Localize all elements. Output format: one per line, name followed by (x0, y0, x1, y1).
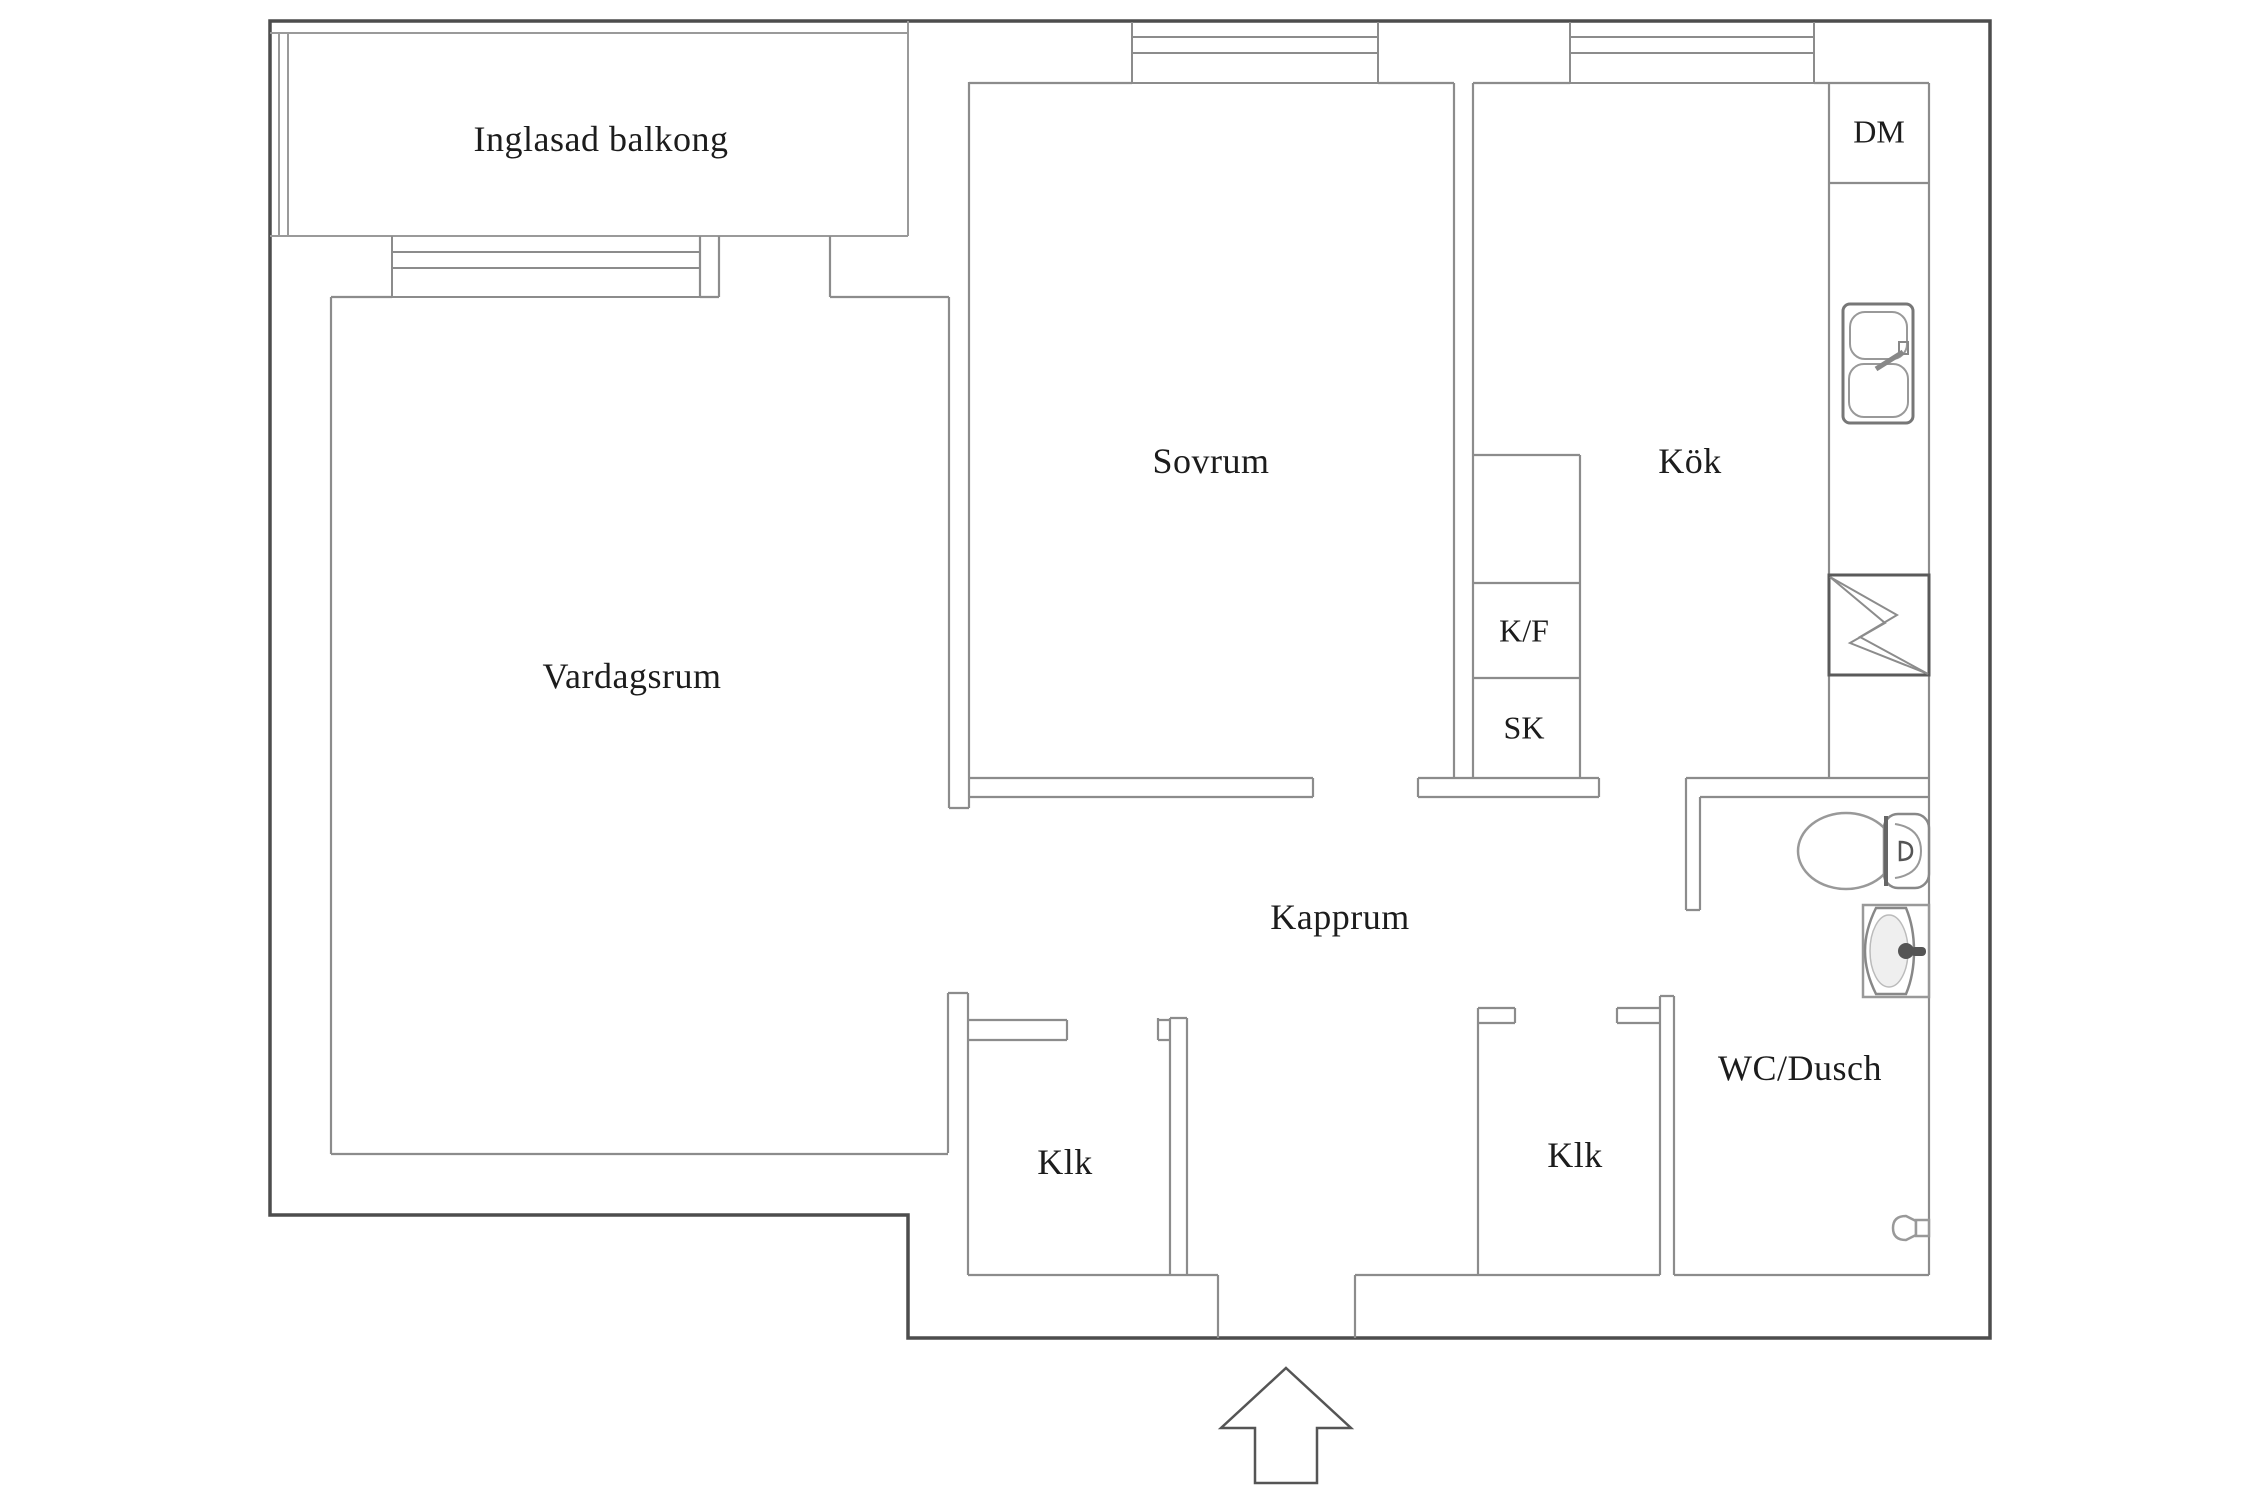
balcony-glazing (270, 21, 909, 237)
closet-right-label: Klk (1547, 1135, 1603, 1175)
washbasin-icon (1861, 903, 1931, 999)
kitchen-window (1569, 22, 1815, 84)
balcony-label: Inglasad balkong (473, 119, 729, 159)
fridge-freezer-label: K/F (1499, 612, 1549, 649)
toilet-icon (1796, 811, 1931, 891)
dishwasher-label: DM (1853, 113, 1905, 150)
stove-icon (1827, 573, 1931, 677)
interior-walls (329, 81, 1931, 1338)
living-room-window (391, 236, 701, 298)
exterior-wall-outline (268, 19, 1992, 1340)
closet-left-label: Klk (1037, 1142, 1093, 1182)
bedroom-label: Sovrum (1152, 441, 1270, 481)
entrance-arrow-icon (1217, 1366, 1355, 1485)
living-room-label: Vardagsrum (542, 656, 722, 696)
tall-cabinet-label: SK (1503, 709, 1545, 746)
kitchen-label: Kök (1658, 441, 1722, 481)
bathroom-label: WC/Dusch (1718, 1048, 1882, 1088)
bedroom-window (1131, 22, 1379, 84)
shower-mixer-icon (1891, 1214, 1931, 1242)
kitchen-sink-icon (1841, 302, 1915, 425)
hall-label: Kapprum (1270, 897, 1410, 937)
